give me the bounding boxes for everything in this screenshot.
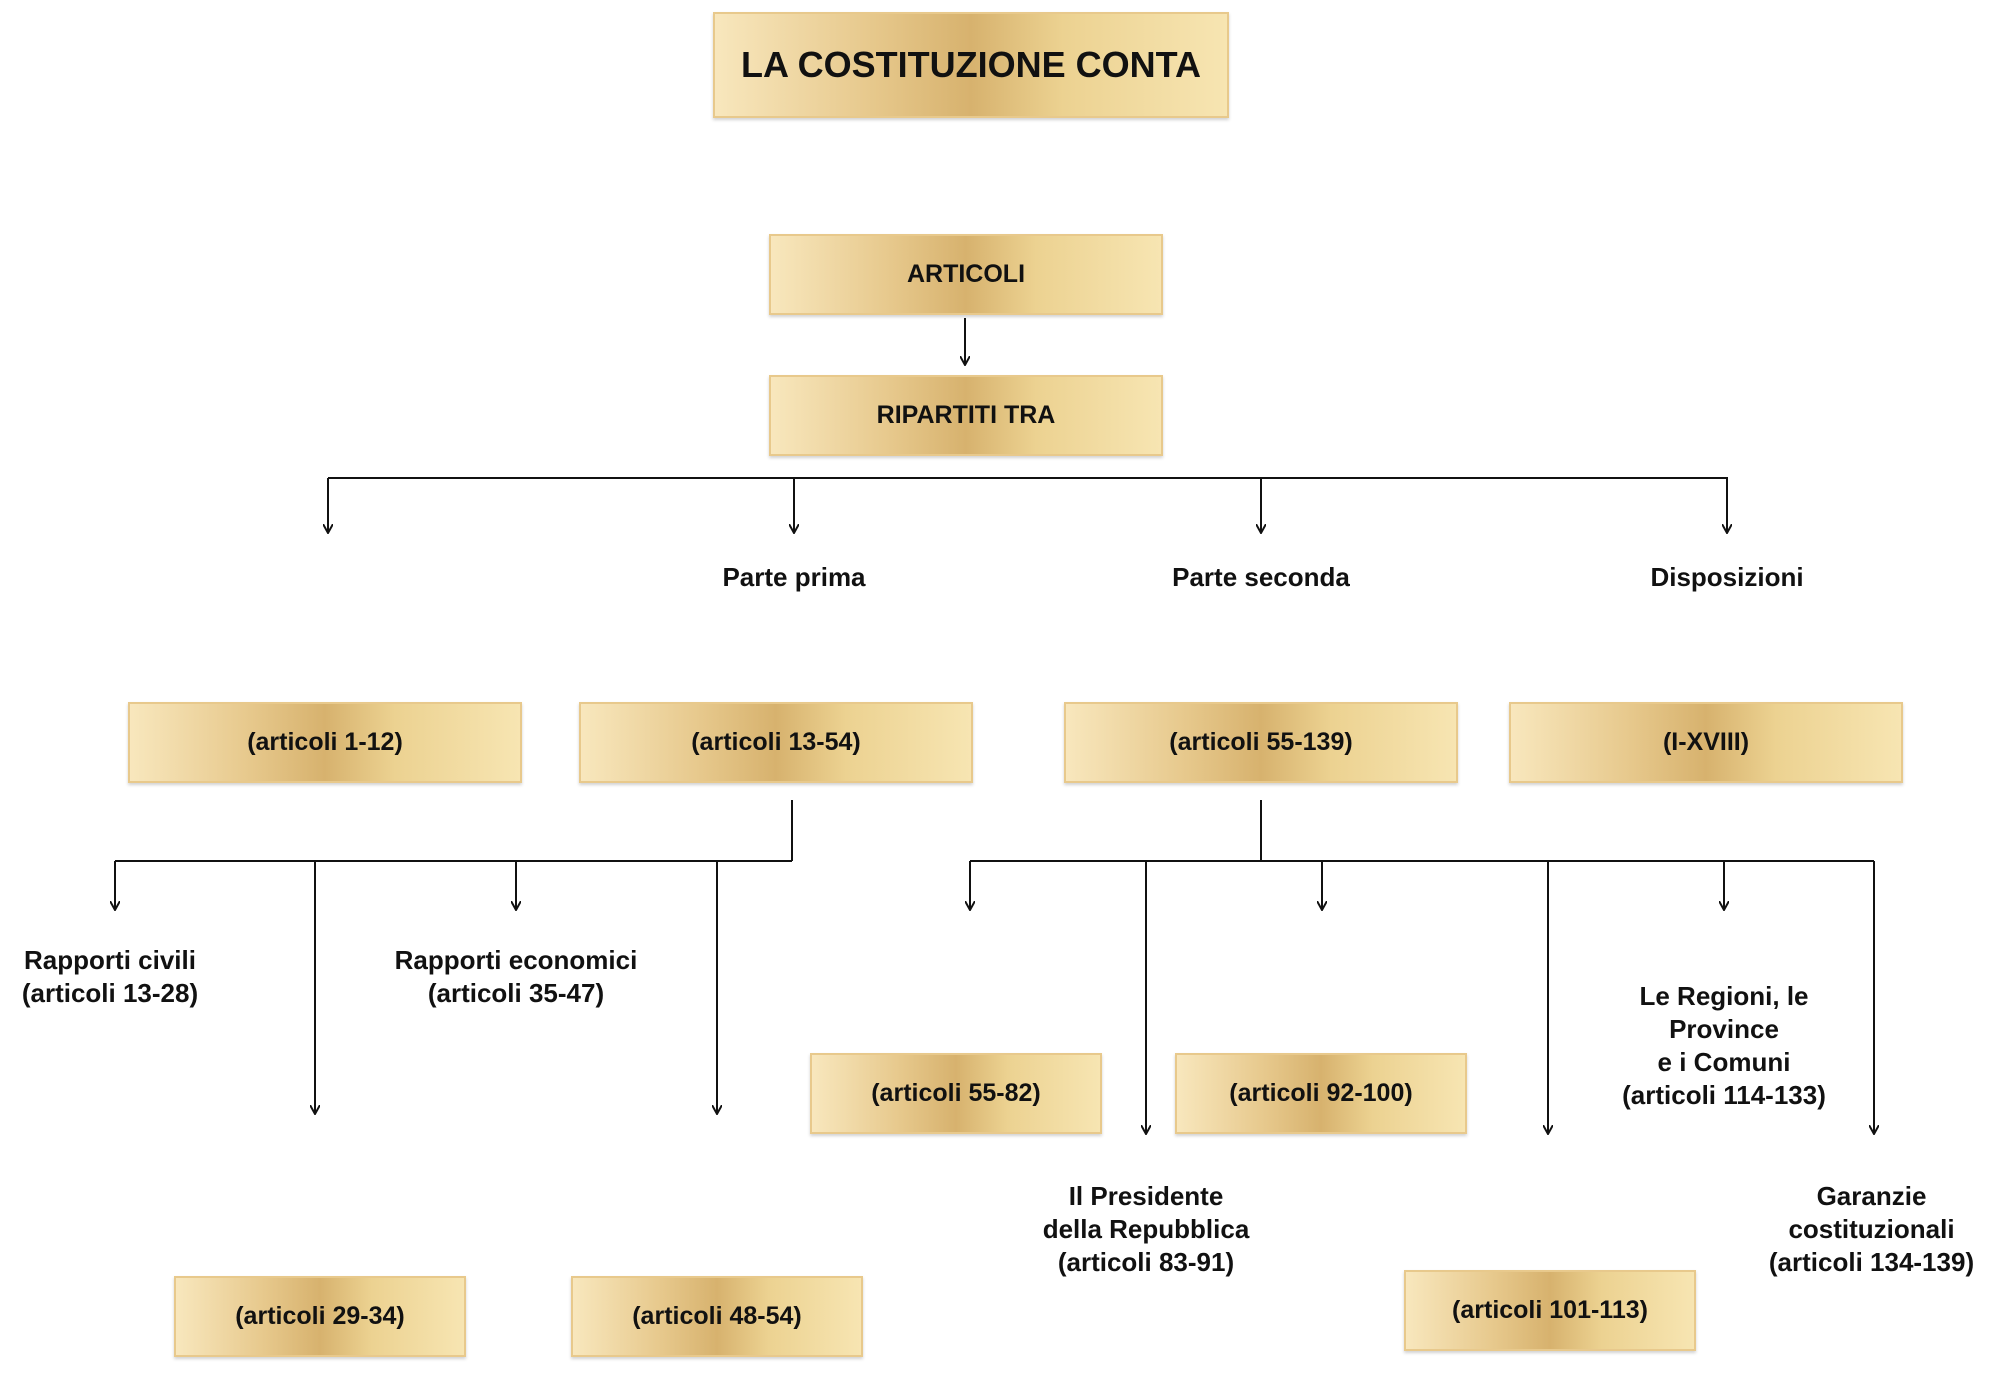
part-heading-disposizioni: Disposizioni [1650, 562, 1804, 592]
rapporti-economici-label: Rapporti economici (articoli 35-47) [394, 945, 638, 1008]
part-range-1: (articoli 1-12) [128, 702, 522, 783]
regioni-label: Le Regioni, le Province e i Comuni (arti… [1622, 981, 1826, 1110]
garanzie-label: Garanzie costituzionali (articoli 134-13… [1768, 1181, 1975, 1277]
diagram-title: LA COSTITUZIONE CONTA [713, 12, 1229, 118]
ripartiti-tra-node: RIPARTITI TRA [769, 375, 1163, 456]
part-heading-parte-seconda: Parte seconda [1172, 562, 1350, 592]
presidente-label: Il Presidente della Repubblica (articoli… [1042, 1181, 1250, 1277]
part-heading-parte-prima: Parte prima [722, 562, 866, 592]
rapporti-civili-label: Rapporti civili (articoli 13-28) [21, 945, 199, 1008]
articoli-29-34-box: (articoli 29-34) [174, 1276, 466, 1357]
articoli-48-54-box: (articoli 48-54) [571, 1276, 863, 1357]
articoli-55-82-box: (articoli 55-82) [810, 1053, 1102, 1134]
articoli-92-100-box: (articoli 92-100) [1175, 1053, 1467, 1134]
part-range-disposizioni: (I-XVIII) [1509, 702, 1903, 783]
articoli-101-113-box: (articoli 101-113) [1404, 1270, 1696, 1351]
part-range-parte-prima: (articoli 13-54) [579, 702, 973, 783]
articoli-node: ARTICOLI [769, 234, 1163, 315]
part-range-parte-seconda: (articoli 55-139) [1064, 702, 1458, 783]
